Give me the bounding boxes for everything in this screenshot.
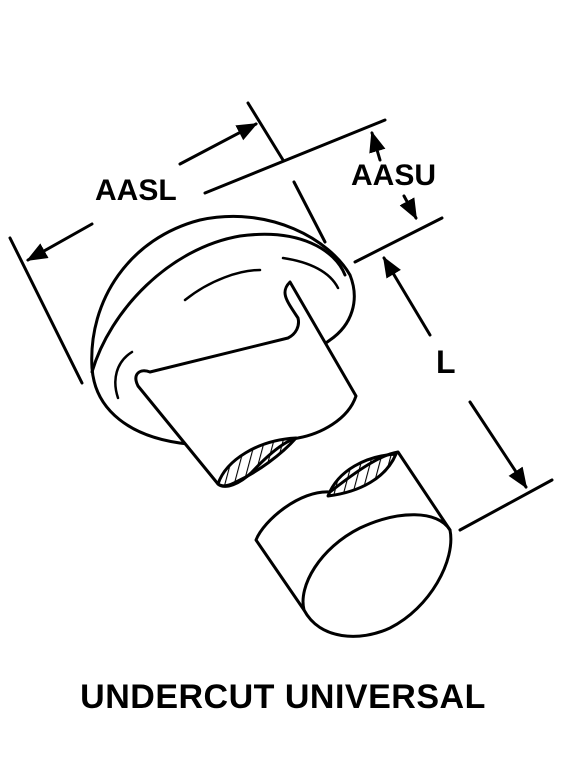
aasl-label: AASL <box>95 174 177 207</box>
aasl-extension-line-left <box>8 236 84 385</box>
rivet-shank-lower-end-ellipse <box>301 513 452 612</box>
rivet-head-highlight <box>183 268 262 302</box>
rivet-head-highlight-lower <box>114 350 134 400</box>
aasu-arrow-up <box>369 130 386 162</box>
aasu-dimension <box>203 118 444 264</box>
aasl-extension-line-right-lower <box>292 180 327 244</box>
length-arrow-down <box>468 400 528 489</box>
rivet-shank-upper-break <box>216 436 298 488</box>
rivet-shank-upper <box>134 280 358 488</box>
rivet-shank-upper-body <box>134 280 358 488</box>
aasu-extension-top <box>203 118 387 195</box>
rivet-head-rim-line <box>90 232 347 374</box>
aasu-arrow-down <box>399 194 418 220</box>
length-dimension <box>382 256 554 532</box>
aasl-extension-line-right <box>246 101 285 162</box>
length-extension-bottom <box>458 478 554 532</box>
aasu-extension-bottom <box>353 216 444 264</box>
rivet-shank-lower <box>254 450 453 638</box>
length-arrow-up <box>382 256 432 337</box>
length-label: L <box>436 344 456 380</box>
rivet-head-highlight-right <box>281 256 340 290</box>
rivet-shank-lower-break <box>326 452 398 498</box>
diagram-caption: UNDERCUT UNIVERSAL <box>80 678 486 716</box>
aasl-dimension <box>8 101 327 385</box>
aasu-label: AASU <box>351 159 437 192</box>
aasl-arrow-left <box>26 222 94 262</box>
aasl-arrow-right <box>178 122 258 166</box>
